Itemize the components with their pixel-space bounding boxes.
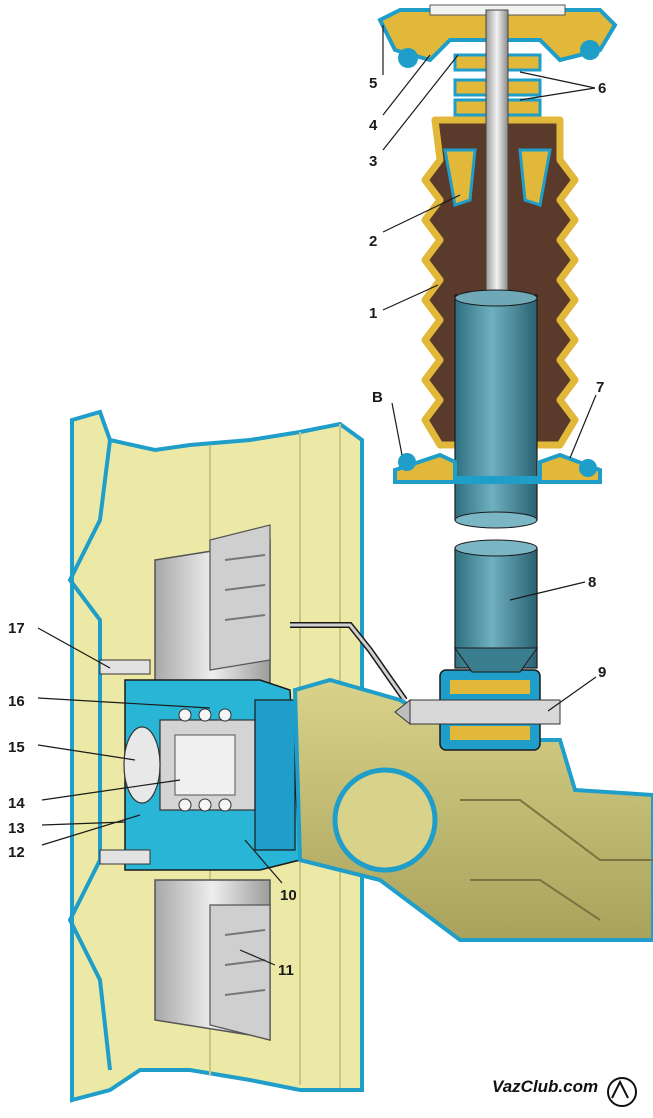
callout-11: 11 (278, 962, 294, 979)
hub-assembly (99, 622, 408, 871)
callout-B: B (372, 389, 383, 406)
callout-13: 13 (8, 820, 25, 837)
watermark: VazClub.com (492, 1077, 637, 1107)
shock-rod (485, 9, 509, 311)
callout-9: 9 (598, 664, 606, 681)
callout-12: 12 (8, 844, 25, 861)
watermark-text: VazClub.com (492, 1077, 598, 1096)
watermark-logo-icon (607, 1077, 637, 1107)
lower-spring-seat (393, 452, 602, 484)
callout-7: 7 (596, 379, 604, 396)
callout-17: 17 (8, 620, 25, 637)
callout-leaders (37, 25, 597, 966)
shock-absorber-lower (454, 539, 538, 673)
callout-16: 16 (8, 693, 25, 710)
callout-5: 5 (369, 75, 377, 92)
callout-2: 2 (369, 233, 377, 250)
callout-15: 15 (8, 739, 25, 756)
callout-1: 1 (369, 305, 377, 322)
callout-10: 10 (280, 887, 297, 904)
callout-14: 14 (8, 795, 25, 812)
trailing-arm (292, 677, 653, 942)
callout-6: 6 (598, 80, 606, 97)
brake-drum (154, 524, 271, 1041)
callout-labels: 1 2 3 4 5 6 7 8 9 10 11 12 13 14 15 16 1… (8, 75, 606, 979)
lower-shock-mount (394, 669, 561, 751)
callout-8: 8 (588, 574, 596, 591)
callout-3: 3 (369, 153, 377, 170)
callout-4: 4 (369, 117, 378, 134)
shock-absorber-upper (454, 289, 538, 529)
